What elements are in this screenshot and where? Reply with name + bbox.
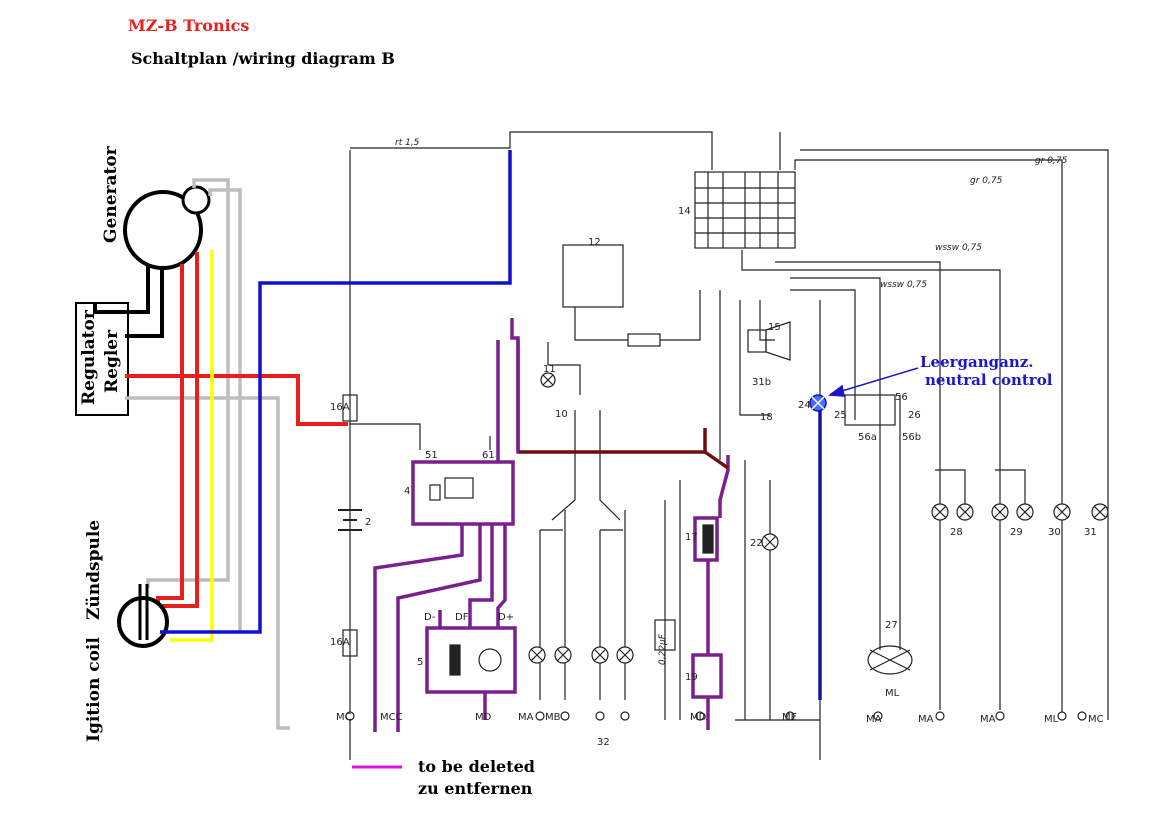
yellow-wire — [170, 250, 214, 642]
svg-text:28: 28 — [950, 527, 963, 538]
brand-title: MZ-B Tronics — [128, 16, 250, 35]
schematic-labels: rt 1,5 gr 0,75 gr 0,75 wssw 0,75 wssw 0,… — [330, 138, 1104, 748]
svg-text:51: 51 — [425, 450, 438, 461]
lamp-29b — [1016, 503, 1034, 521]
purple-wires — [373, 318, 730, 732]
svg-text:MA: MA — [518, 712, 534, 723]
svg-text:MD: MD — [475, 712, 492, 723]
lamp-29a — [991, 503, 1009, 521]
svg-text:61: 61 — [482, 450, 495, 461]
svg-text:MA: MA — [866, 714, 882, 725]
lamp-30 — [1053, 503, 1071, 521]
svg-text:25: 25 — [834, 410, 847, 421]
annotation-arrow — [827, 367, 919, 397]
svg-text:D+: D+ — [498, 612, 514, 623]
lamp-8 — [591, 646, 609, 664]
lamp-28a — [931, 503, 949, 521]
svg-text:17: 17 — [685, 532, 698, 543]
lamp-28b — [956, 503, 974, 521]
regulator-box — [75, 302, 129, 416]
lamp-11 — [540, 372, 556, 388]
lamp-31 — [1091, 503, 1109, 521]
svg-text:ML: ML — [885, 688, 900, 699]
svg-text:16A: 16A — [330, 637, 350, 648]
neutral-annotation: Leerganganz. neutral control — [920, 353, 1052, 389]
svg-text:19: 19 — [685, 672, 698, 683]
svg-text:MCC: MCC — [380, 712, 403, 723]
generator-symbol — [123, 185, 211, 270]
svg-text:D-: D- — [424, 612, 436, 623]
svg-text:4: 4 — [404, 486, 410, 497]
svg-text:27: 27 — [885, 620, 898, 631]
svg-text:MC: MC — [336, 712, 352, 723]
svg-text:10: 10 — [555, 409, 568, 420]
legend-text-de: zu entfernen — [418, 779, 533, 798]
svg-text:31: 31 — [1084, 527, 1097, 538]
lamp-6 — [528, 646, 546, 664]
svg-text:0,22µF: 0,22µF — [658, 633, 668, 665]
svg-text:12: 12 — [588, 237, 601, 248]
svg-text:MC: MC — [1088, 714, 1104, 725]
svg-text:26: 26 — [908, 410, 921, 421]
lamp-9 — [616, 646, 634, 664]
svg-text:56b: 56b — [902, 432, 921, 443]
svg-text:30: 30 — [1048, 527, 1061, 538]
maroon-wire — [519, 428, 729, 470]
neutral-indicator-lamp — [809, 394, 827, 412]
annotation-line-2: neutral control — [925, 371, 1053, 389]
svg-text:rt 1,5: rt 1,5 — [395, 138, 420, 148]
ignition-coil-symbol — [117, 584, 169, 648]
annotation-line-1: Leerganganz. — [920, 353, 1034, 371]
svg-text:MA: MA — [918, 714, 934, 725]
svg-text:5: 5 — [417, 657, 423, 668]
svg-text:11: 11 — [543, 364, 556, 375]
lamp-symbols — [528, 372, 1109, 664]
black-wires — [93, 266, 164, 338]
svg-text:15: 15 — [768, 322, 781, 333]
svg-text:wssw 0,75: wssw 0,75 — [935, 243, 982, 253]
svg-text:18: 18 — [760, 412, 773, 423]
svg-text:ML: ML — [1044, 714, 1059, 725]
ground-markers — [345, 711, 1087, 721]
svg-text:2: 2 — [365, 517, 371, 528]
svg-text:31b: 31b — [752, 377, 771, 388]
svg-text:16A: 16A — [330, 402, 350, 413]
svg-text:29: 29 — [1010, 527, 1023, 538]
legend-text-en: to be deleted — [418, 757, 535, 776]
red-wires — [125, 252, 348, 613]
svg-text:gr 0,75: gr 0,75 — [1035, 156, 1068, 166]
svg-text:MD: MD — [690, 712, 707, 723]
svg-text:24: 24 — [798, 400, 811, 411]
svg-text:56: 56 — [895, 392, 908, 403]
svg-text:MA: MA — [980, 714, 996, 725]
svg-text:wssw 0,75: wssw 0,75 — [880, 280, 927, 290]
lamp-7 — [554, 646, 572, 664]
svg-text:32: 32 — [597, 737, 610, 748]
svg-text:DF: DF — [455, 612, 469, 623]
svg-text:14: 14 — [678, 206, 691, 217]
diagram-subtitle: Schaltplan /wiring diagram B — [131, 49, 395, 68]
svg-text:22: 22 — [750, 538, 763, 549]
lamp-22 — [761, 533, 779, 551]
svg-text:ME: ME — [782, 712, 797, 723]
svg-text:gr 0,75: gr 0,75 — [970, 176, 1003, 186]
svg-text:MB: MB — [545, 712, 561, 723]
regulator-internals — [429, 477, 714, 676]
schematic-lines — [338, 131, 1109, 760]
svg-text:56a: 56a — [858, 432, 877, 443]
gray-wires — [125, 178, 290, 730]
